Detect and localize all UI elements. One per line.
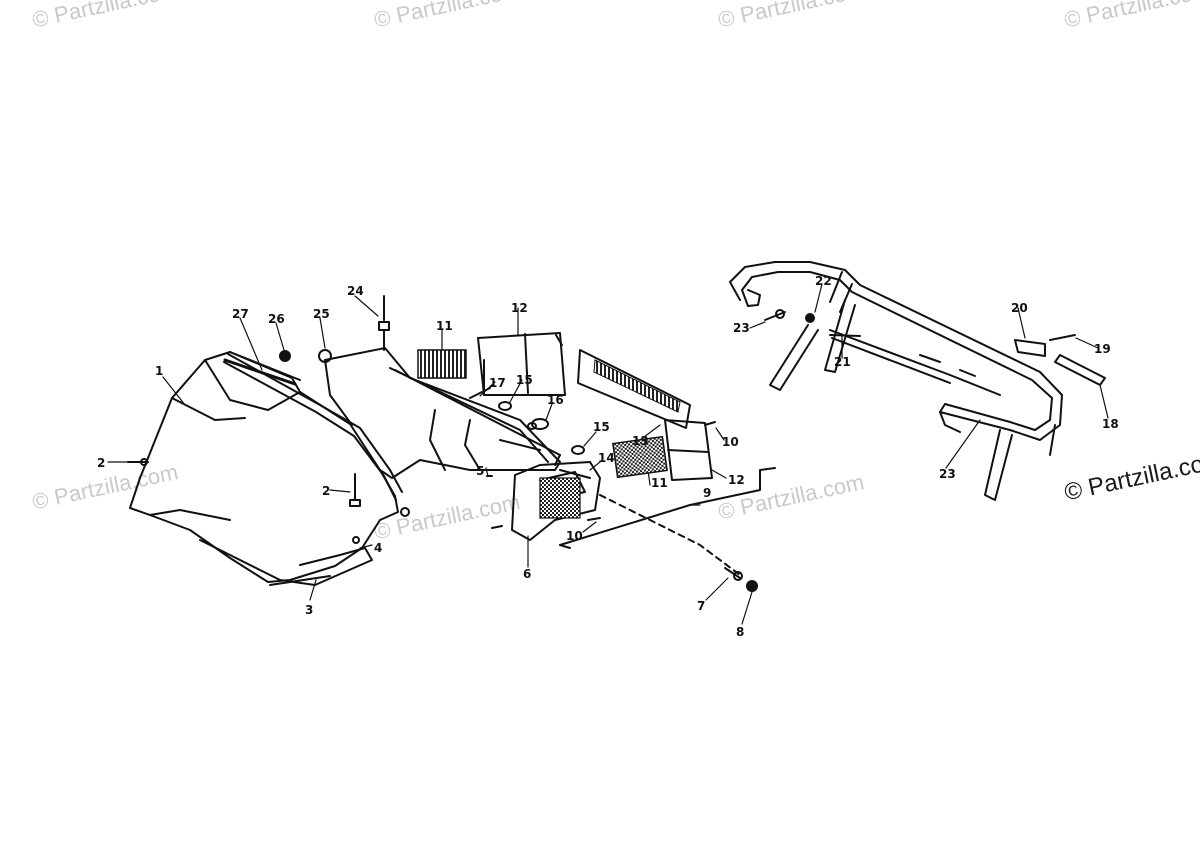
callout-10: 10	[566, 529, 583, 543]
nut-8	[746, 580, 758, 592]
callout-12: 12	[728, 473, 745, 487]
callout-27: 27	[232, 307, 249, 321]
cowl-body	[324, 347, 561, 479]
callout-12: 12	[511, 301, 528, 315]
clamp-20	[1014, 339, 1046, 357]
grille-11-lower	[612, 435, 668, 479]
callout-4: 4	[374, 541, 382, 555]
callout-9: 9	[703, 486, 711, 500]
callout-16: 16	[547, 393, 564, 407]
callout-18: 18	[1102, 417, 1119, 431]
callout-1: 1	[155, 364, 163, 378]
washer-15b	[571, 445, 585, 455]
clip-16	[527, 418, 549, 430]
callout-17: 17	[489, 376, 506, 390]
callout-10: 10	[722, 435, 739, 449]
callout-19: 19	[1094, 342, 1111, 356]
washer-15	[498, 401, 512, 411]
screw-10	[587, 421, 716, 521]
callout-labels: 1 2 2 3 4 5 6 7 8 9 10 10 11 11 12 12 13…	[97, 274, 1119, 639]
grommet-25	[318, 349, 332, 363]
callout-11: 11	[436, 319, 453, 333]
screw-5	[486, 475, 503, 529]
bracket-9	[559, 467, 776, 549]
callout-13: 13	[632, 434, 649, 448]
callout-23: 23	[733, 321, 750, 335]
bolt-23	[764, 309, 786, 321]
grab-bar	[729, 261, 1063, 501]
screw-19	[1049, 334, 1076, 341]
panel-12-lower	[664, 419, 713, 481]
screw-2a	[127, 458, 149, 466]
callout-20: 20	[1011, 301, 1028, 315]
callout-25: 25	[313, 307, 330, 321]
callout-2: 2	[322, 484, 330, 498]
panel-13	[577, 349, 691, 429]
callout-6: 6	[523, 567, 531, 581]
callout-5: 5	[476, 464, 484, 478]
callout-11: 11	[651, 476, 668, 490]
side-rail	[223, 353, 410, 517]
callout-7: 7	[697, 599, 705, 613]
callout-22: 22	[815, 274, 832, 288]
bracket-14-face	[539, 477, 581, 519]
callout-15: 15	[593, 420, 610, 434]
screw-4	[352, 536, 360, 544]
callout-3: 3	[305, 603, 313, 617]
callout-8: 8	[736, 625, 744, 639]
callout-23: 23	[939, 467, 956, 481]
callout-21: 21	[834, 355, 851, 369]
panel-13-strip	[593, 359, 681, 413]
panel-12-upper	[477, 332, 566, 396]
pin-21	[829, 334, 861, 337]
grille-11-upper	[417, 349, 467, 379]
callout-14: 14	[598, 451, 615, 465]
screw-2b	[349, 473, 361, 507]
callout-2: 2	[97, 456, 105, 470]
callout-15: 15	[516, 373, 533, 387]
callout-26: 26	[268, 312, 285, 326]
rod-18	[1054, 354, 1106, 386]
callout-24: 24	[347, 284, 364, 298]
nut-26	[279, 350, 291, 362]
leader-lines	[107, 283, 1109, 625]
base-pan	[199, 539, 373, 586]
nut-22	[805, 313, 815, 323]
bolt-7	[599, 494, 743, 581]
bolt-24	[378, 295, 390, 351]
